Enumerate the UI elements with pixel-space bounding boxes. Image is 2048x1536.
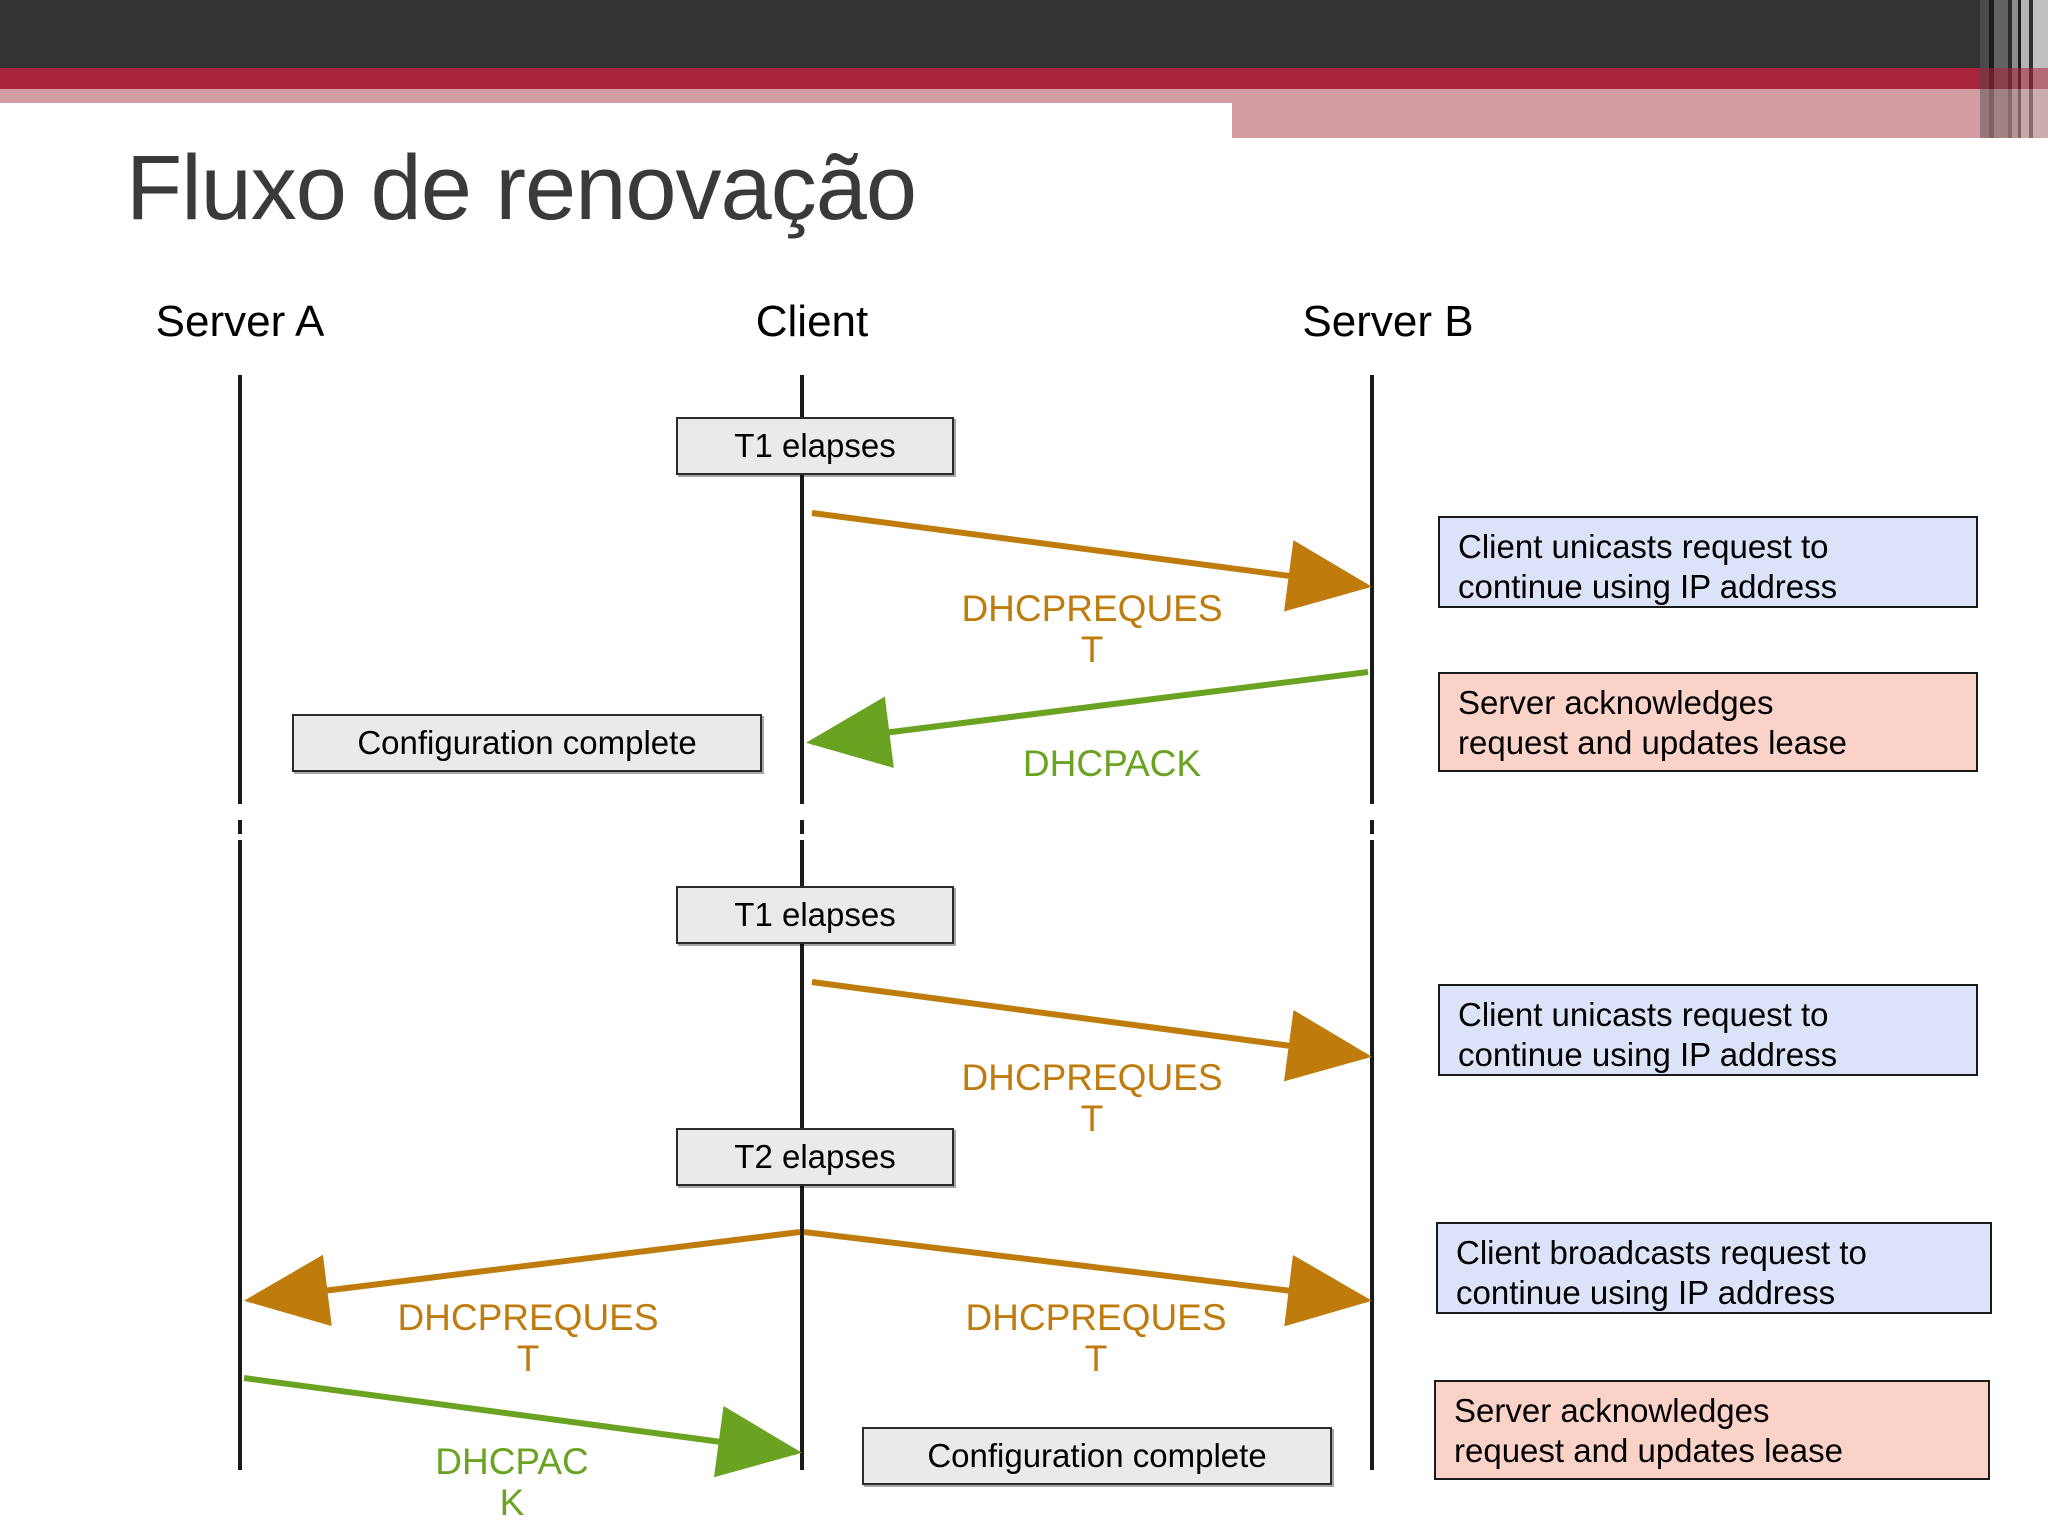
message-label-req-1-line2: T (1080, 629, 1104, 671)
header-stripe-ornament (1980, 0, 2048, 138)
callout-client-broadcasts: Client broadcasts request to continue us… (1436, 1222, 1992, 1314)
message-arrow-req-3b (803, 1229, 1372, 1327)
callout-4-line2: continue using IP address (1456, 1274, 1836, 1312)
note-configuration-complete-1: Configuration complete (292, 714, 762, 772)
message-label-req-2: DHCPREQUES T (912, 1057, 1272, 1140)
message-arrow-req-3a (244, 1229, 801, 1327)
message-label-req-1-line1: DHCPREQUES (961, 588, 1223, 629)
note-t1-elapses-1: T1 elapses (676, 417, 954, 475)
message-arrow-req-2 (811, 979, 1372, 1082)
page-title: Fluxo de renovação (126, 137, 917, 239)
callout-5-line1: Server acknowledges (1454, 1392, 1770, 1429)
message-label-req-3b: DHCPREQUES T (916, 1297, 1276, 1380)
callout-server-acknowledges-1: Server acknowledges request and updates … (1438, 672, 1978, 772)
message-label-req-3a: DHCPREQUES T (348, 1297, 708, 1380)
message-arrow-req-1 (811, 510, 1372, 612)
lifeline-label-server-a: Server A (155, 297, 325, 346)
callout-client-unicasts-1: Client unicasts request to continue usin… (1438, 516, 1978, 608)
header-pink-band-left (0, 89, 1232, 103)
message-label-req-3a-line1: DHCPREQUES (397, 1297, 659, 1338)
callout-client-unicasts-2: Client unicasts request to continue usin… (1438, 984, 1978, 1076)
message-label-ack-2-line1: DHCPAC (435, 1441, 589, 1482)
note-t2-elapses: T2 elapses (676, 1128, 954, 1186)
lifeline-label-client: Client (755, 297, 869, 346)
callout-1-line1: Client unicasts request to (1458, 528, 1829, 565)
header-red-band (0, 68, 2048, 89)
lifeline-label-server-b: Server B (1302, 297, 1474, 346)
message-label-req-3a-line2: T (516, 1338, 540, 1380)
message-label-req-3b-line1: DHCPREQUES (965, 1297, 1227, 1338)
callout-5-line2: request and updates lease (1454, 1432, 1843, 1470)
message-label-req-2-line2: T (1080, 1098, 1104, 1140)
callout-2-line1: Server acknowledges (1458, 684, 1774, 721)
header-dark-band (0, 0, 2048, 68)
message-label-ack-1: DHCPACK (932, 743, 1292, 784)
message-label-ack-1-line1: DHCPACK (1022, 743, 1202, 784)
note-configuration-complete-2: Configuration complete (862, 1427, 1332, 1485)
callout-2-line2: request and updates lease (1458, 724, 1847, 762)
callout-3-line1: Client unicasts request to (1458, 996, 1829, 1033)
header-pink-band-right (1232, 89, 2048, 138)
message-label-ack-2-line2: K (499, 1482, 525, 1524)
callout-server-acknowledges-2: Server acknowledges request and updates … (1434, 1380, 1990, 1480)
message-arrow-ack-1 (806, 669, 1369, 768)
message-label-ack-2: DHCPAC K (332, 1441, 692, 1524)
message-label-req-3b-line2: T (1084, 1338, 1108, 1380)
callout-4-line1: Client broadcasts request to (1456, 1234, 1867, 1271)
message-arrow-ack-2 (243, 1375, 802, 1478)
callout-3-line2: continue using IP address (1458, 1036, 1838, 1074)
message-label-req-1: DHCPREQUES T (912, 588, 1272, 671)
note-t1-elapses-2: T1 elapses (676, 886, 954, 944)
message-label-req-2-line1: DHCPREQUES (961, 1057, 1223, 1098)
callout-1-line2: continue using IP address (1458, 568, 1838, 606)
